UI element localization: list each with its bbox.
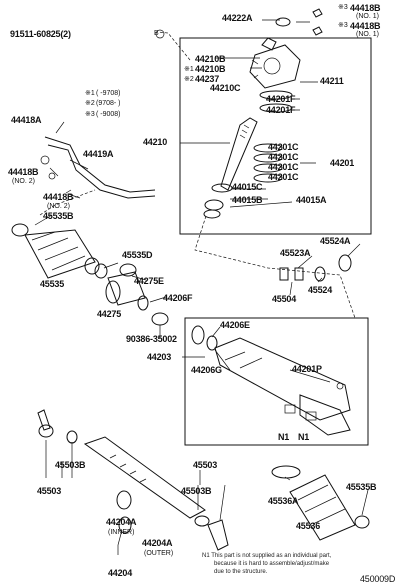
label-44015B: 44015B xyxy=(232,195,263,205)
label-45535B: 45535B xyxy=(43,211,74,221)
label-45503B: 45503B xyxy=(55,460,86,470)
valve-assembly-box xyxy=(179,37,372,235)
label-44201C: 44201C xyxy=(268,152,299,162)
label-44201P: 44201P xyxy=(292,364,322,374)
label-45535: 45535 xyxy=(40,279,65,289)
label-44015C: 44015C xyxy=(232,182,263,192)
label-44201C: 44201C xyxy=(268,162,299,172)
label-44204A: 44204A xyxy=(106,517,137,527)
legend-mark: ※1 xyxy=(85,90,95,97)
label-44275E: 44275E xyxy=(134,276,164,286)
ref-mark: ※3 xyxy=(338,4,348,11)
label-n1: N1 xyxy=(278,432,290,442)
label-45503: 45503 xyxy=(37,486,62,496)
label-44222A: 44222A xyxy=(222,13,253,23)
bushing-44275 xyxy=(107,271,146,306)
boot-45536 xyxy=(289,474,356,541)
rack-housing-box xyxy=(184,317,369,446)
label-44210C: 44210C xyxy=(210,83,241,93)
label-45536: 45536 xyxy=(296,521,321,531)
label-44204: 44204 xyxy=(108,568,133,578)
label-45504: 45504 xyxy=(272,294,297,304)
label-44206F: 44206F xyxy=(163,293,193,303)
label-45524A: 45524A xyxy=(320,236,351,246)
tie-rod-end-45503 xyxy=(37,409,51,431)
label-no: (NO. 1) xyxy=(356,31,379,38)
label-44418A: 44418A xyxy=(11,115,42,125)
label-44418B: 44418B xyxy=(43,192,74,202)
label-45535B: 45535B xyxy=(346,482,377,492)
label-44211: 44211 xyxy=(320,76,344,86)
callout-b-icon: B xyxy=(154,30,159,37)
label-n1: N1 xyxy=(298,432,310,442)
label-45536A: 45536A xyxy=(268,496,299,506)
label-no: (NO. 2) xyxy=(12,178,35,185)
label-44210: 44210 xyxy=(143,137,168,147)
label-44201C: 44201C xyxy=(268,142,299,152)
label-44204A: 44204A xyxy=(142,538,173,548)
label-44201: 44201 xyxy=(330,158,355,168)
label-45503B: 45503B xyxy=(181,486,212,496)
label-45523A: 45523A xyxy=(280,248,311,258)
legend-range: ( -9708) xyxy=(96,90,121,97)
tie-rod xyxy=(83,436,206,519)
part-44222A xyxy=(275,17,291,27)
label-45524: 45524 xyxy=(308,285,333,295)
legend-mark: ※3 xyxy=(85,111,95,118)
label-90386: 90386-35002 xyxy=(126,334,177,344)
label-44203: 44203 xyxy=(147,352,172,362)
legend-mark: ※2 xyxy=(85,100,95,107)
label-44201F: 44201F xyxy=(266,94,296,104)
label-inner: (INNER) xyxy=(108,529,135,536)
label-44418B: 44418B xyxy=(8,167,39,177)
label-45535D: 45535D xyxy=(122,250,153,260)
label-44201F: 44201F xyxy=(266,105,296,115)
bellows-45535 xyxy=(24,229,96,279)
label-44210B: 44210B xyxy=(195,64,226,74)
label-no: (NO. 2) xyxy=(47,203,70,210)
footnote-line: because it is hard to assemble/adjust/ma… xyxy=(214,561,330,567)
ref-mark: ※2 xyxy=(184,76,194,83)
label-44015A: 44015A xyxy=(296,195,327,205)
label-44275: 44275 xyxy=(97,309,122,319)
label-91511: 91511-60825(2) xyxy=(10,29,71,39)
label-45503: 45503 xyxy=(193,460,218,470)
label-44206G: 44206G xyxy=(191,365,222,375)
label-44418B: 44418B xyxy=(350,21,381,31)
valve-housing-44211 xyxy=(249,44,301,89)
label-outer: (OUTER) xyxy=(144,550,174,557)
ref-mark: ※3 xyxy=(338,22,348,29)
footnote-line: N1 This part is not supplied as an indiv… xyxy=(202,553,332,559)
label-no: (NO. 1) xyxy=(356,13,379,20)
rack-housing-44203 xyxy=(214,337,351,421)
label-44418B: 44418B xyxy=(350,3,381,13)
legend-range: (9708- ) xyxy=(96,100,121,107)
label-44210B: 44210B xyxy=(195,54,226,64)
label-44237: 44237 xyxy=(195,74,220,84)
control-valve-shaft xyxy=(220,117,258,191)
figure-code: 450009D xyxy=(360,574,396,584)
legend-range: ( -9008) xyxy=(96,111,121,118)
footnote-line: due to the structure. xyxy=(214,569,268,575)
label-44419A: 44419A xyxy=(83,149,114,159)
ref-mark: ※1 xyxy=(184,66,194,73)
clamp-45536A xyxy=(271,465,301,479)
label-44206E: 44206E xyxy=(220,320,250,330)
label-44201C: 44201C xyxy=(268,172,299,182)
pressure-tube-44419A xyxy=(44,136,156,193)
